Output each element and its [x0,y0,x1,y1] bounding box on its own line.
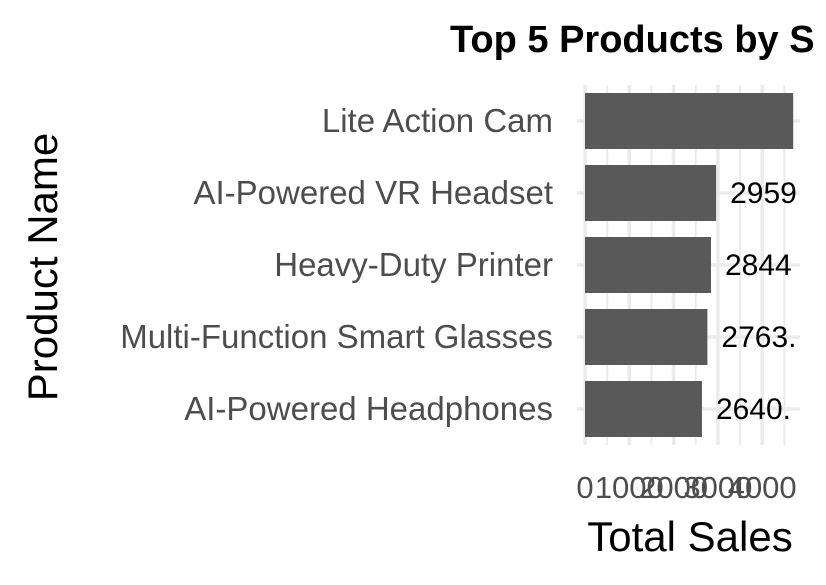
chart-title: Top 5 Products by S [450,19,815,61]
bar [585,165,717,221]
x-tick-label: 0 [576,470,593,505]
x-tick-label: 3000 [683,470,752,505]
bar [585,93,794,149]
data-label: 2844 [725,249,792,282]
x-tick-label: 4000 [728,470,797,505]
data-label: 2959 [730,177,797,210]
data-label: 2763. [721,321,796,354]
category-label: Multi-Function Smart Glasses [120,318,553,355]
x-tick-label: 1000 [595,470,664,505]
data-labels: 2959 2844 2763. 2640. [716,177,797,426]
category-label: AI-Powered Headphones [184,390,553,427]
bar [585,237,711,293]
bar [585,381,702,437]
data-label: 2640. [716,393,791,426]
bars [585,93,794,437]
category-label: Heavy-Duty Printer [274,246,553,283]
y-axis-title: Product Name [19,133,66,401]
x-tick-label: 2000 [639,470,708,505]
category-label: AI-Powered VR Headset [193,174,553,211]
x-axis-title: Total Sales [587,513,792,560]
category-label: Lite Action Cam [322,102,553,139]
bar [585,309,708,365]
